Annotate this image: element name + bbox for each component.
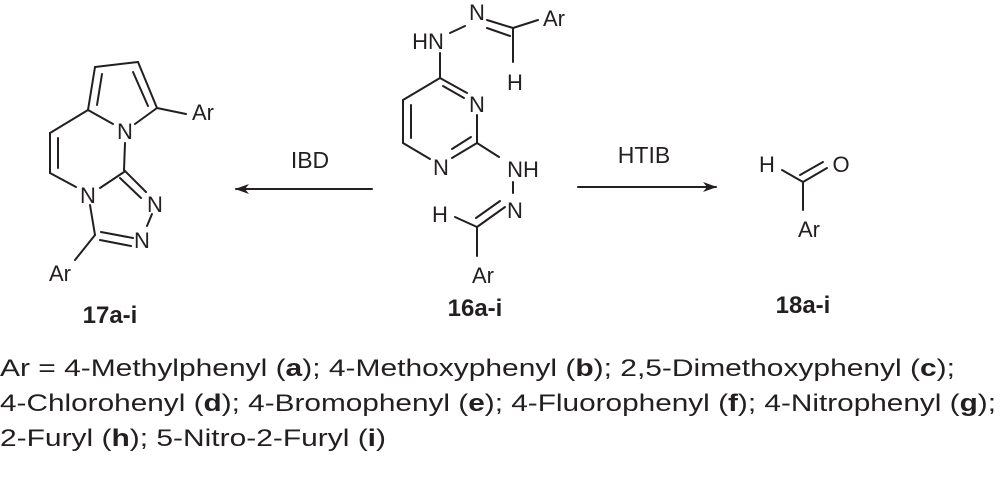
punct: ) [485, 390, 495, 417]
legend-item-name: 4-Chlorohenyl [0, 390, 185, 417]
punct: ; [232, 390, 249, 417]
atom-o: O [832, 152, 849, 177]
legend-item-name: 4-Fluorophenyl [511, 390, 710, 417]
legend-item-name: 4-Bromophenyl [248, 390, 450, 417]
legend-line-1: Ar = 4-Methylphenyl (a); 4-Methoxyphenyl… [0, 355, 955, 382]
atom-h: H [759, 152, 775, 177]
legend-line-2: 4-Chlorohenyl (d); 4-Bromophenyl (e); 4-… [0, 390, 996, 417]
punct: ( [710, 390, 728, 417]
punct: ( [941, 390, 959, 417]
punct: ; [947, 355, 955, 382]
ar-legend: Ar = 4-Methylphenyl (a); 4-Methoxyphenyl… [0, 355, 996, 452]
punct: ) [130, 425, 140, 452]
atom-ar: Ar [472, 263, 494, 288]
legend-item-name: 5-Nitro-2-Furyl [156, 425, 349, 452]
punct: ) [937, 355, 947, 382]
atom-h: H [432, 202, 448, 227]
atom-n: N [469, 0, 485, 25]
atom-ar: Ar [192, 100, 214, 125]
legend-item-letter: a [286, 355, 303, 382]
punct: ( [349, 425, 367, 452]
legend-item-letter: e [468, 390, 485, 417]
legend-item-name: 2-Furyl [0, 425, 93, 452]
legend-item-name: 4-Nitrophenyl [764, 390, 941, 417]
compound-18-bonds [781, 161, 828, 211]
punct: ) [594, 355, 604, 382]
atom-ar: Ar [49, 261, 71, 286]
punct: ; [495, 390, 512, 417]
legend-item-name: 4-Methoxyphenyl [329, 355, 557, 382]
legend-item-letter: b [575, 355, 593, 382]
legend-item-name: 2,5-Dimethoxyphenyl [620, 355, 901, 382]
punct: ; [748, 390, 765, 417]
punct: ) [738, 390, 748, 417]
punct: ( [902, 355, 920, 382]
legend-item-name: 4-Methylphenyl [64, 355, 267, 382]
reaction-arrow-ibd: IBD [235, 147, 373, 194]
atom-n: N [80, 183, 96, 208]
punct: ; [312, 355, 329, 382]
compound-16-label: 16a-i [448, 295, 503, 322]
atom-n: N [117, 119, 133, 144]
compound-17-label: 17a-i [83, 302, 138, 329]
atom-ar: Ar [798, 217, 820, 242]
compound-18-structure: H O Ar 18a-i [759, 152, 850, 319]
punct: ) [222, 390, 232, 417]
compound-16-structure: HN N Ar H N N NH N H Ar 16a-i [402, 0, 565, 322]
legend-item-letter: c [920, 355, 937, 382]
compound-18-label: 18a-i [776, 292, 831, 319]
punct: ( [450, 390, 468, 417]
atom-n: N [147, 192, 163, 217]
atom-n: N [507, 198, 523, 223]
punct: ) [302, 355, 312, 382]
legend-item-letter: f [728, 390, 739, 417]
compound-16-bonds [402, 19, 539, 257]
punct: ; [140, 425, 157, 452]
punct: ) [376, 425, 386, 452]
legend-item-letter: d [204, 390, 222, 417]
punct: ( [185, 390, 203, 417]
punct: ( [267, 355, 285, 382]
atom-hn: HN [412, 29, 444, 54]
atom-ar: Ar [543, 6, 565, 31]
reagent-ibd: IBD [291, 147, 329, 173]
punct: ( [557, 355, 575, 382]
atom-n: N [469, 92, 485, 117]
atom-h: H [507, 70, 523, 95]
compound-17-bonds [49, 61, 187, 261]
reagent-htib: HTIB [618, 142, 670, 168]
punct: ; [604, 355, 621, 382]
punct: ; [988, 390, 996, 417]
reaction-arrow-htib: HTIB [577, 142, 717, 192]
legend-item-letter: i [368, 425, 376, 452]
legend-line-3: 2-Furyl (h); 5-Nitro-2-Furyl (i) [0, 425, 386, 452]
legend-prefix: Ar = [0, 355, 64, 382]
legend-item-letter: h [111, 425, 129, 452]
compound-17-structure: N Ar N N N Ar 17a-i [49, 61, 214, 329]
punct: ) [978, 390, 988, 417]
legend-item-letter: g [960, 390, 978, 417]
atom-n: N [433, 155, 449, 180]
atom-nh: NH [507, 157, 539, 182]
punct: ( [93, 425, 111, 452]
atom-n: N [134, 228, 150, 253]
